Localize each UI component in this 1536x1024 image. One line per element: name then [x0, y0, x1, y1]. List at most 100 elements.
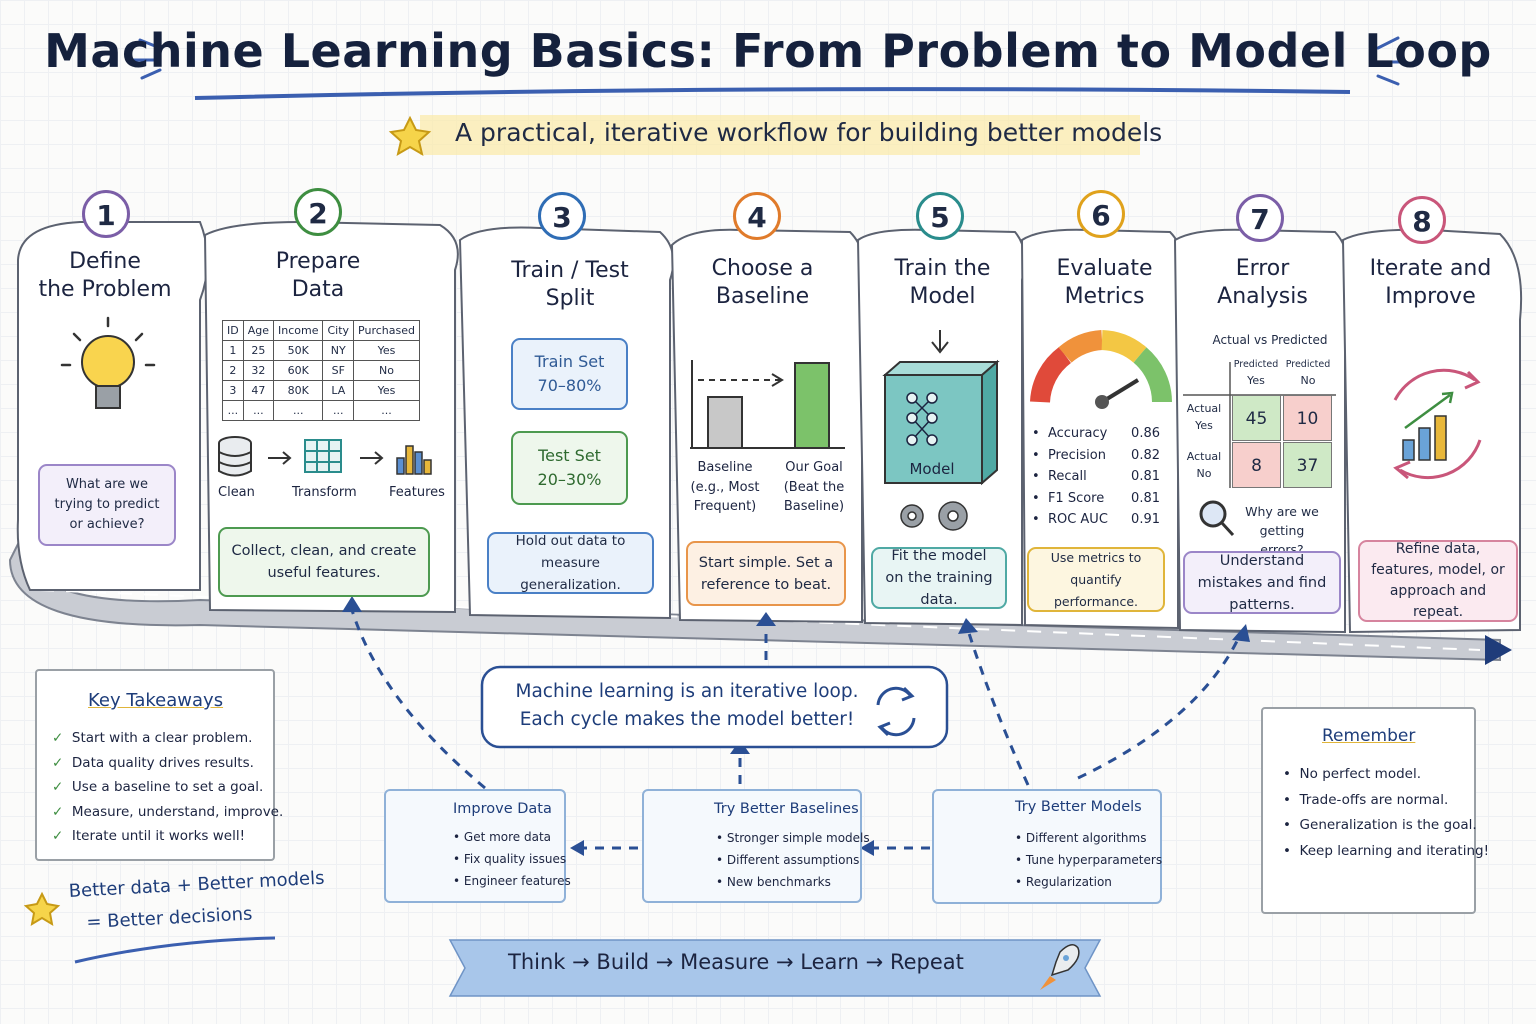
loop-message-box	[480, 665, 949, 749]
title-underline	[194, 87, 1351, 100]
pipeline-features-label: Features	[389, 485, 445, 500]
remember-panel	[1261, 707, 1476, 914]
better-baselines-item: • New benchmarks	[716, 875, 831, 889]
step-5-description: Fit the model on the training data.	[871, 547, 1007, 609]
step-8-description: Refine data, features, model, or approac…	[1358, 540, 1518, 622]
step-1-description: What are we trying to predict or achieve…	[38, 464, 176, 546]
grid-icon	[304, 439, 342, 473]
bar-chart-icon	[396, 445, 432, 475]
takeaway-item: ✓ Start with a clear problem.	[52, 730, 253, 746]
goal-bar	[794, 362, 830, 449]
iterate-cycle-icon	[1393, 368, 1482, 480]
key-takeaways-panel	[35, 669, 275, 861]
better-baselines-list: • Stronger simple models • Different ass…	[716, 827, 870, 893]
remember-list: • No perfect model. • Trade-offs are nor…	[1283, 762, 1489, 864]
confusion-title: Actual vs Predicted	[1212, 333, 1328, 347]
pipeline-clean-label: Clean	[218, 485, 255, 500]
takeaway-item: ✓ Iterate until it works well!	[52, 828, 245, 844]
better-baselines-item: • Different assumptions	[716, 853, 860, 867]
improve-data-box	[384, 789, 566, 903]
takeaway-item: ✓ Use a baseline to set a goal.	[52, 779, 264, 795]
magnifier-icon	[1199, 500, 1235, 537]
step-3-description: Hold out data to measure generalization.	[487, 532, 654, 594]
remember-item: • No perfect model.	[1283, 766, 1422, 782]
step-6-number: 6	[1077, 190, 1125, 238]
step-7-number: 7	[1236, 194, 1284, 242]
key-takeaways-title: Key Takeaways	[88, 690, 224, 711]
improve-data-item: • Get more data	[453, 830, 552, 844]
better-models-item: • Different algorithms	[1015, 831, 1147, 845]
better-baselines-title: Try Better Baselines	[714, 801, 859, 817]
step-2-number: 2	[294, 188, 342, 236]
title-sparkles	[130, 36, 1407, 86]
baseline-chart	[690, 360, 845, 449]
better-models-item: • Regularization	[1015, 875, 1112, 889]
lightbulb-icon	[60, 316, 156, 409]
better-baselines-box	[642, 789, 862, 903]
loop-message: Machine learning is an iterative loop.Ea…	[515, 681, 859, 730]
better-models-list: • Different algorithms • Tune hyperparam…	[1015, 827, 1162, 893]
baseline-bar	[707, 396, 743, 449]
banner-text: Think → Build → Measure → Learn → Repeat	[508, 950, 964, 974]
gear-icon	[900, 501, 968, 531]
gauge-icon	[1030, 330, 1172, 409]
remember-item: • Keep learning and iterating!	[1283, 842, 1490, 859]
pipeline-transform-label: Transform	[292, 485, 357, 500]
takeaway-item: ✓ Measure, understand, improve.	[52, 803, 284, 820]
takeaway-item: ✓ Data quality drives results.	[52, 754, 254, 771]
subtitle-highlight	[420, 115, 1140, 155]
better-baselines-item: • Stronger simple models	[716, 831, 870, 845]
improve-data-item: • Engineer features	[453, 874, 571, 888]
road-arrow-head	[1485, 635, 1512, 665]
better-models-box	[932, 789, 1162, 904]
motto: Better data + Better models= Better deci…	[68, 867, 325, 934]
false-negative-cell: 10	[1283, 395, 1332, 441]
feedback-arrows	[350, 609, 1242, 850]
step-7-description: Understand mistakes and find patterns.	[1183, 551, 1341, 614]
step-2-description: Collect, clean, and create useful featur…	[218, 527, 430, 597]
subtitle-star-icon	[388, 115, 432, 157]
step-6-description: Use metrics to quantify performance.	[1027, 547, 1165, 612]
improve-data-item: • Fix quality issues	[453, 852, 567, 866]
page-title: Machine Learning Basics: From Problem to…	[44, 24, 1492, 78]
step-5-number: 5	[916, 192, 964, 240]
better-models-item: • Tune hyperparameters	[1015, 853, 1163, 867]
refresh-icon	[876, 686, 916, 737]
feedback-arrow-heads	[342, 596, 1250, 856]
motto-star-icon	[23, 891, 61, 926]
rocket-icon	[1040, 944, 1080, 990]
page-subtitle: A practical, iterative workflow for buil…	[455, 118, 1163, 147]
key-takeaways-list: ✓ Start with a clear problem. ✓ Data qua…	[52, 726, 283, 849]
remember-item: • Generalization is the goal.	[1283, 817, 1477, 833]
step-3-number: 3	[538, 192, 586, 240]
false-positive-cell: 8	[1232, 442, 1281, 488]
step-4-description: Start simple. Set a reference to beat.	[686, 541, 846, 606]
true-negative-cell: 37	[1283, 442, 1332, 488]
improve-data-list: • Get more data • Fix quality issues • E…	[453, 826, 571, 892]
bottom-banner	[448, 939, 1102, 997]
step-1-number: 1	[82, 190, 130, 238]
database-icon	[218, 436, 252, 477]
true-positive-cell: 45	[1232, 395, 1281, 441]
